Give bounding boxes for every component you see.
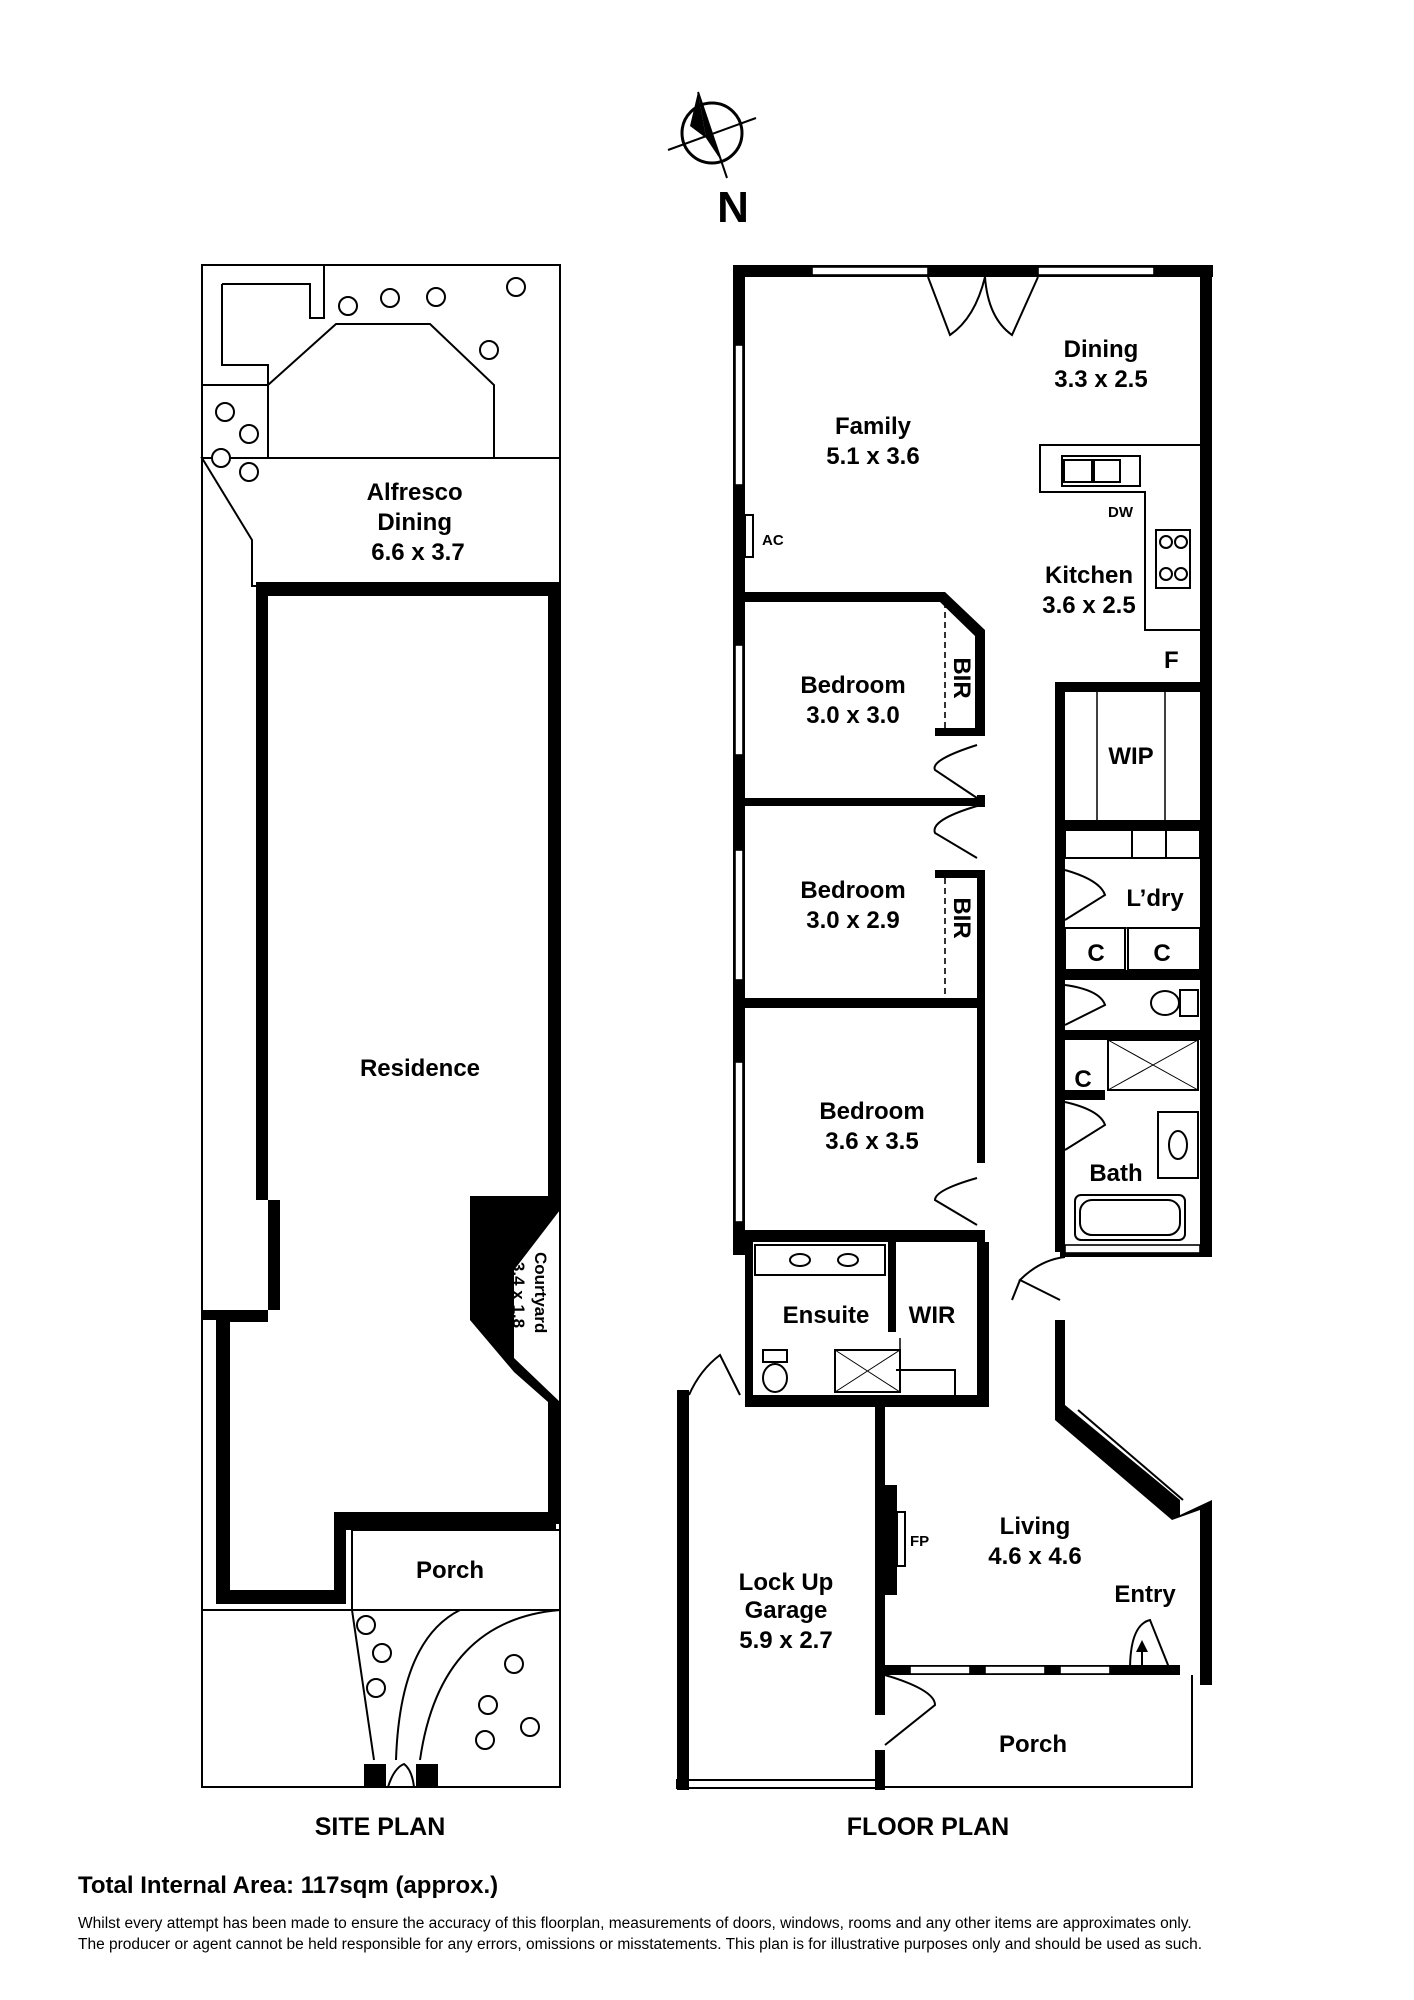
porch-label: Porch	[999, 1731, 1067, 1758]
laundry-label: L’dry	[1126, 885, 1184, 912]
room-bedroom-2: Bedroom 3.0 x 2.9	[800, 877, 905, 934]
svg-text:4.6 x 4.6: 4.6 x 4.6	[988, 1543, 1081, 1570]
svg-text:5.1 x 3.6: 5.1 x 3.6	[826, 443, 919, 470]
svg-text:Lock Up: Lock Up	[739, 1569, 834, 1596]
svg-text:Bedroom: Bedroom	[800, 672, 905, 699]
ac-label: AC	[762, 532, 784, 549]
total-internal-area: Total Internal Area: 117sqm (approx.)	[78, 1872, 499, 1899]
ensuite-label: Ensuite	[783, 1302, 870, 1329]
residence-label: Residence	[360, 1055, 480, 1082]
fridge-label: F	[1164, 647, 1179, 674]
tree-icons	[211, 277, 540, 1750]
north-arrow-icon	[667, 91, 757, 179]
floor-plan-caption: FLOOR PLAN	[847, 1813, 1010, 1841]
cupboard-label-3: C	[1074, 1066, 1091, 1093]
svg-text:Dining: Dining	[1064, 336, 1139, 363]
svg-text:Bedroom: Bedroom	[800, 877, 905, 904]
alfresco-label: Alfresco Dining 6.6 x 3.7	[367, 479, 470, 566]
cupboard-label-2: C	[1153, 940, 1170, 967]
svg-text:Kitchen: Kitchen	[1045, 562, 1133, 589]
room-bedroom-3: Bedroom 3.6 x 3.5	[819, 1098, 924, 1155]
svg-text:3.6 x 2.5: 3.6 x 2.5	[1042, 592, 1135, 619]
svg-text:Bedroom: Bedroom	[819, 1098, 924, 1125]
cupboard-label-1: C	[1087, 940, 1104, 967]
compass-label: N	[717, 183, 749, 232]
svg-text:3.0 x 3.0: 3.0 x 3.0	[806, 702, 899, 729]
site-porch-label: Porch	[416, 1557, 484, 1584]
svg-text:3.6 x 3.5: 3.6 x 3.5	[825, 1128, 918, 1155]
courtyard-label: Courtyard 3.4 x 1.8	[509, 1252, 550, 1338]
wip-label: WIP	[1108, 743, 1153, 770]
bir-label-1: BIR	[948, 657, 975, 698]
svg-text:3.3 x 2.5: 3.3 x 2.5	[1054, 366, 1147, 393]
disclaimer-line-2: The producer or agent cannot be held res…	[78, 1936, 1203, 1953]
svg-text:Garage: Garage	[745, 1597, 828, 1624]
room-garage: Lock Up Garage 5.9 x 2.7	[739, 1569, 834, 1654]
bir-label-2: BIR	[948, 897, 975, 938]
svg-text:5.9 x 2.7: 5.9 x 2.7	[739, 1627, 832, 1654]
dishwasher-label: DW	[1108, 504, 1134, 521]
site-plan	[200, 264, 561, 1788]
site-plan-caption: SITE PLAN	[315, 1813, 446, 1841]
svg-text:3.0 x 2.9: 3.0 x 2.9	[806, 907, 899, 934]
disclaimer: Whilst every attempt has been made to en…	[78, 1913, 1378, 1955]
disclaimer-line-1: Whilst every attempt has been made to en…	[78, 1915, 1192, 1932]
room-living: Living 4.6 x 4.6	[988, 1513, 1081, 1570]
svg-text:Family: Family	[835, 413, 912, 440]
room-family: Family 5.1 x 3.6	[826, 413, 919, 470]
room-kitchen: Kitchen 3.6 x 2.5	[1042, 562, 1135, 619]
bath-label: Bath	[1089, 1160, 1142, 1187]
entry-label: Entry	[1114, 1581, 1176, 1608]
room-bedroom-1: Bedroom 3.0 x 3.0	[800, 672, 905, 729]
floor-plan	[676, 265, 1213, 1790]
room-dining: Dining 3.3 x 2.5	[1054, 336, 1147, 393]
fireplace-label: FP	[910, 1533, 929, 1550]
wir-label: WIR	[909, 1302, 956, 1329]
svg-text:Living: Living	[1000, 1513, 1071, 1540]
